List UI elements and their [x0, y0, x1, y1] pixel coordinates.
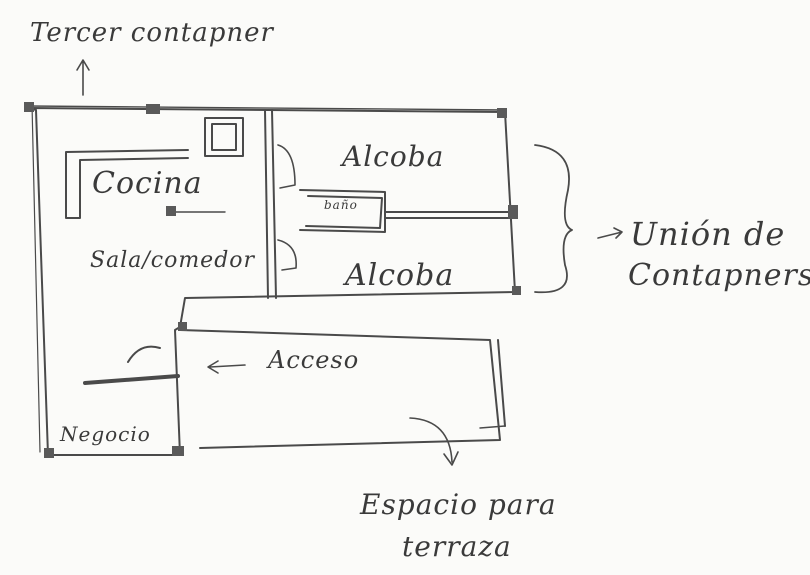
label-terraza: terraza — [402, 530, 512, 563]
brace — [534, 144, 573, 294]
label-cocina: Cocina — [92, 166, 203, 201]
interior-wall — [264, 109, 277, 299]
kitchen-counter — [65, 149, 189, 219]
label-contenedores: Contapners — [628, 258, 810, 293]
label-bano: baño — [324, 198, 358, 212]
union-line — [384, 211, 513, 219]
label-alcoba-bottom: Alcoba — [345, 258, 455, 293]
kitchen-box — [204, 117, 244, 157]
label-negocio: Negocio — [60, 422, 151, 446]
label-union-de: Unión de — [630, 215, 786, 253]
label-acceso: Acceso — [268, 346, 360, 374]
label-alcoba-top: Alcoba — [342, 140, 445, 173]
label-espacio-para: Espacio para — [360, 488, 557, 521]
label-tercer-contenedor: Tercer contapner — [30, 18, 274, 48]
bolt-markers — [24, 102, 521, 458]
container-outline — [29, 107, 516, 456]
acceso-block — [179, 329, 501, 449]
label-sala-comedor: Sala/comedor — [90, 248, 256, 273]
